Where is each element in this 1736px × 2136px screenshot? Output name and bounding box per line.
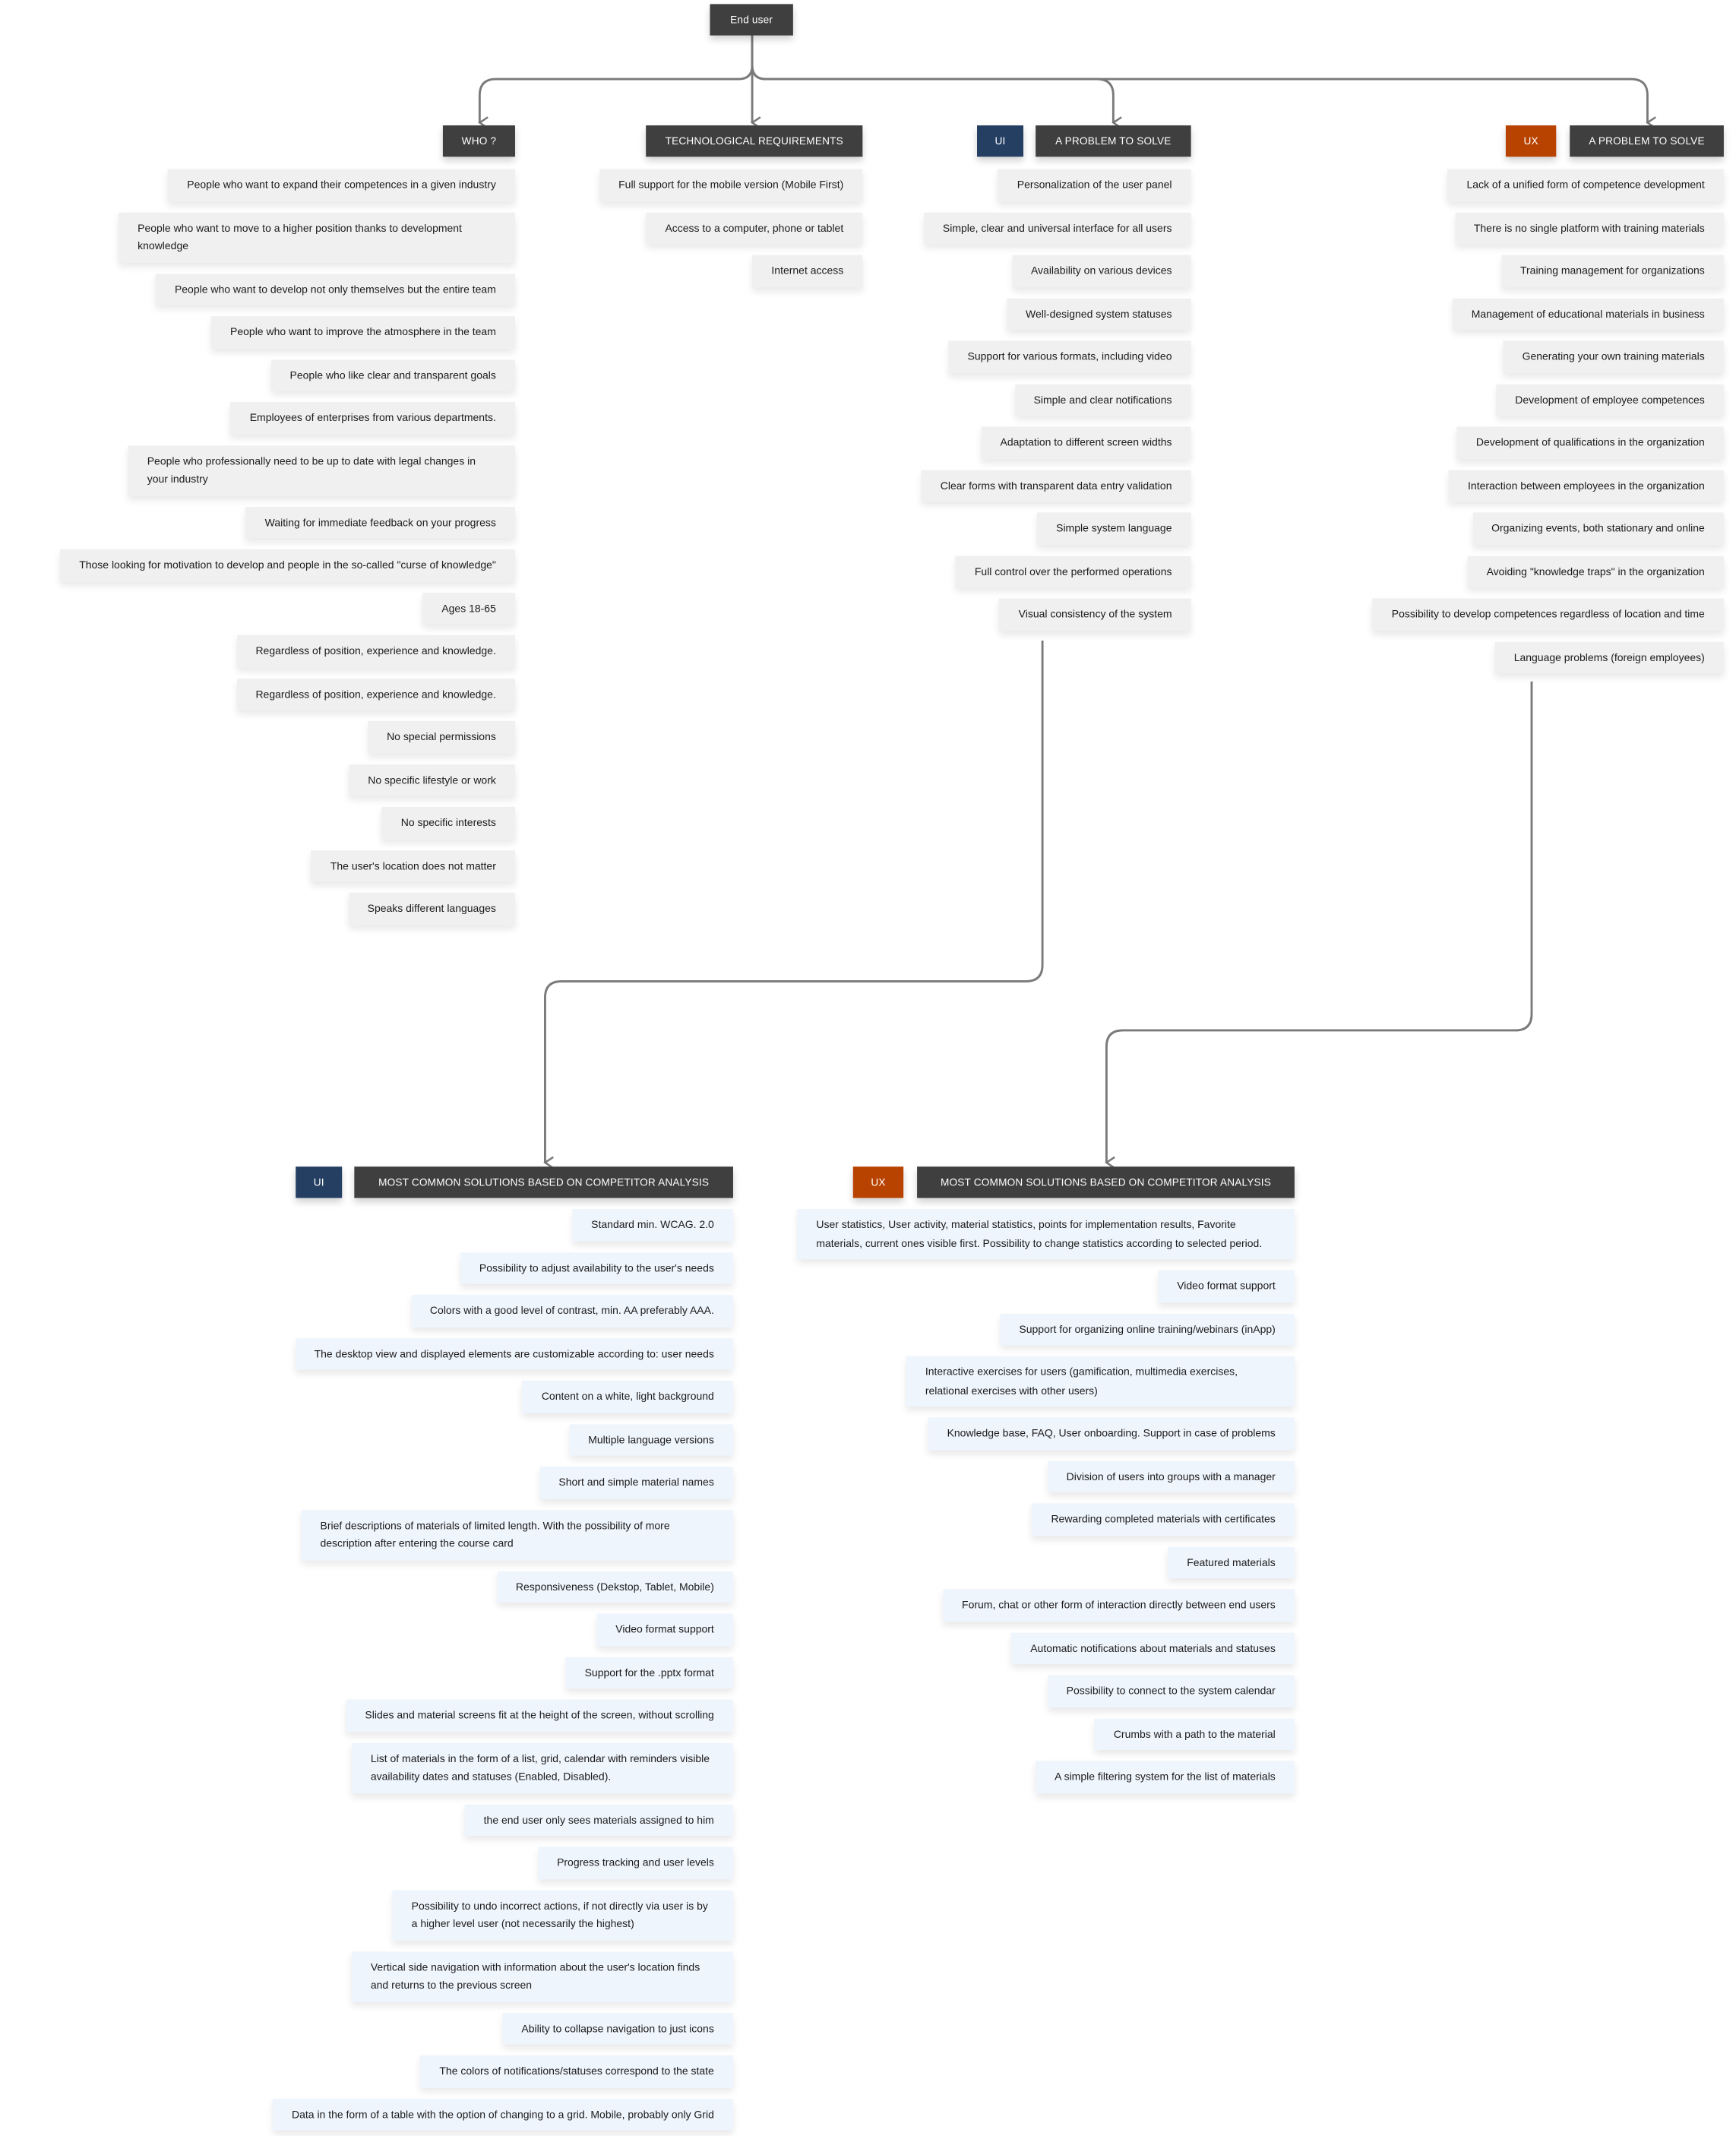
ux-solutions-card: Interactive exercises for users (gamific… xyxy=(906,1356,1295,1407)
ux-solutions-tag: UX xyxy=(852,1166,904,1198)
ui-solutions-card: List of materials in the form of a list,… xyxy=(351,1742,733,1793)
ux-solutions-list: User statistics, User activity, material… xyxy=(0,1208,1295,1793)
ux-solutions-card: Automatic notifications about materials … xyxy=(1011,1631,1295,1664)
tech-list: Full support for the mobile version (Mob… xyxy=(0,169,863,287)
ui-solutions-card: Possibility to adjust availability to th… xyxy=(460,1252,733,1284)
tech-card: Internet access xyxy=(752,255,863,287)
who-card: People who want to develop not only them… xyxy=(155,273,515,305)
ux-problem-card: Avoiding "knowledge traps" in the organi… xyxy=(1467,555,1724,588)
ui-solutions-tag: UI xyxy=(296,1166,343,1198)
who-card: People who want to improve the atmospher… xyxy=(210,316,515,349)
ui-solutions-card: Data in the form of a table with the opt… xyxy=(272,2098,733,2131)
ux-solutions-card: Division of users into groups with a man… xyxy=(1047,1460,1295,1492)
ui-problem-card: Visual consistency of the system xyxy=(999,598,1191,631)
who-list: People who want to expand their competen… xyxy=(0,169,515,925)
ux-solutions-card: Crumbs with a path to the material xyxy=(1094,1717,1295,1750)
ui-problem-header: A PROBLEM TO SOLVE xyxy=(1036,125,1191,157)
ui-solutions-card: Possibility to undo incorrect actions, i… xyxy=(392,1889,733,1941)
ux-problem-card: Development of employee competences xyxy=(1496,383,1724,416)
who-card: No specific interests xyxy=(381,806,515,839)
ux-solutions-card: Featured materials xyxy=(1168,1546,1295,1578)
ui-problem-card: Simple, clear and universal interface fo… xyxy=(923,211,1191,245)
ux-tag: UX xyxy=(1505,125,1557,157)
ux-problem-card: Generating your own training materials xyxy=(1503,340,1724,373)
connector-who xyxy=(478,33,754,129)
who-card: Ages 18-65 xyxy=(422,592,515,625)
ui-problem-card: Well-designed system statuses xyxy=(1006,297,1191,331)
who-card: Regardless of position, experience and k… xyxy=(236,678,515,710)
ui-solutions-card: The colors of notifications/statuses cor… xyxy=(420,2055,733,2087)
who-header: WHO ? xyxy=(442,125,515,157)
ui-solutions-card: The desktop view and displayed elements … xyxy=(295,1337,733,1370)
who-card: No special permissions xyxy=(367,720,515,753)
tech-card: Full support for the mobile version (Mob… xyxy=(599,169,863,201)
ui-problem-card: Support for various formats, including v… xyxy=(948,340,1191,373)
ux-problem-card: Lack of a unified form of competence dev… xyxy=(1447,169,1724,201)
who-card: Those looking for motivation to develop … xyxy=(60,549,515,581)
who-card: Regardless of position, experience and k… xyxy=(236,634,515,667)
ux-solutions-card: Forum, chat or other form of interaction… xyxy=(942,1589,1295,1622)
ui-problem-card: Full control over the performed operatio… xyxy=(955,555,1191,588)
root-node-end-user: End user xyxy=(710,4,793,36)
ui-problem-card: Simple and clear notifications xyxy=(1014,383,1191,416)
ux-solutions-card: Possibility to connect to the system cal… xyxy=(1047,1675,1295,1707)
who-card: People who like clear and transparent go… xyxy=(270,359,515,391)
who-card: The user's location does not matter xyxy=(311,850,515,882)
ux-solutions-header: MOST COMMON SOLUTIONS BASED ON COMPETITO… xyxy=(917,1166,1295,1198)
ui-solutions-card: Content on a white, light background xyxy=(522,1380,733,1413)
ui-solutions-card: Brief descriptions of materials of limit… xyxy=(301,1509,733,1560)
ux-problem-card: Interaction between employees in the org… xyxy=(1448,469,1724,502)
who-card: No specific lifestyle or work xyxy=(349,764,515,796)
ux-problem-card: Possibility to develop competences regar… xyxy=(1372,598,1724,631)
ui-solutions-card: Vertical side navigation with informatio… xyxy=(351,1951,733,2002)
tech-card: Access to a computer, phone or tablet xyxy=(646,211,863,245)
ui-solutions-card: Slides and material screens fit at the h… xyxy=(346,1699,733,1732)
ui-problem-card: Personalization of the user panel xyxy=(998,169,1191,201)
ux-problem-card: Language problems (foreign employees) xyxy=(1494,641,1724,674)
ui-solutions-card: Ability to collapse navigation to just i… xyxy=(502,2012,733,2045)
ux-solutions-card: A simple filtering system for the list o… xyxy=(1036,1761,1295,1793)
who-card: People who want to expand their competen… xyxy=(168,169,515,201)
ux-solutions-card: Support for organizing online training/w… xyxy=(1000,1313,1295,1346)
ui-solutions-card: Support for the .pptx format xyxy=(565,1657,733,1689)
ux-solutions-card: Rewarding completed materials with certi… xyxy=(1032,1503,1295,1536)
ui-solutions-card: Responsiveness (Dekstop, Tablet, Mobile) xyxy=(496,1571,733,1603)
ux-solutions-card: User statistics, User activity, material… xyxy=(797,1208,1295,1260)
connector-ux-solutions xyxy=(1105,681,1533,1169)
ui-problem-card: Availability on various devices xyxy=(1011,255,1191,287)
ux-problem-card: There is no single platform with trainin… xyxy=(1454,211,1724,245)
ui-tag: UI xyxy=(977,125,1023,157)
connector-ui-solutions xyxy=(543,640,1044,1169)
ui-solutions-card: Standard min. WCAG. 2.0 xyxy=(572,1208,733,1242)
ux-solutions-card: Knowledge base, FAQ, User onboarding. Su… xyxy=(928,1417,1295,1450)
ui-solutions-card: Short and simple material names xyxy=(539,1466,733,1499)
ux-problem-header: A PROBLEM TO SOLVE xyxy=(1570,125,1724,157)
who-card: Speaks different languages xyxy=(348,892,515,925)
who-card: People who professionally need to be up … xyxy=(128,445,515,495)
ui-solutions-header: MOST COMMON SOLUTIONS BASED ON COMPETITO… xyxy=(354,1166,733,1198)
ui-solutions-card: Multiple language versions xyxy=(569,1423,733,1456)
ui-solutions-card: the end user only sees materials assigne… xyxy=(464,1803,733,1836)
who-card: Employees of enterprises from various de… xyxy=(230,402,515,435)
who-card: People who want to move to a higher posi… xyxy=(119,211,515,263)
tech-header: TECHNOLOGICAL REQUIREMENTS xyxy=(646,125,863,157)
ui-problem-card: Clear forms with transparent data entry … xyxy=(921,469,1191,502)
ui-solutions-card: Colors with a good level of contrast, mi… xyxy=(410,1294,733,1327)
ux-problem-list: Lack of a unified form of competence dev… xyxy=(0,169,1724,674)
ux-solutions-card: Video format support xyxy=(1158,1270,1295,1302)
ux-problem-card: Management of educational materials in b… xyxy=(1452,297,1724,331)
who-card: Waiting for immediate feedback on your p… xyxy=(245,506,515,539)
ui-solutions-card: Video format support xyxy=(596,1613,733,1646)
ux-problem-card: Organizing events, both stationary and o… xyxy=(1472,512,1724,545)
connector-ux-problem xyxy=(751,33,1656,129)
ui-solutions-card: Progress tracking and user levels xyxy=(537,1846,733,1879)
ui-problem-card: Adaptation to different screen widths xyxy=(981,426,1191,459)
ux-problem-card: Training management for organizations xyxy=(1500,255,1724,287)
ui-problem-card: Simple system language xyxy=(1037,512,1191,545)
ux-problem-card: Development of qualifications in the org… xyxy=(1456,426,1724,459)
